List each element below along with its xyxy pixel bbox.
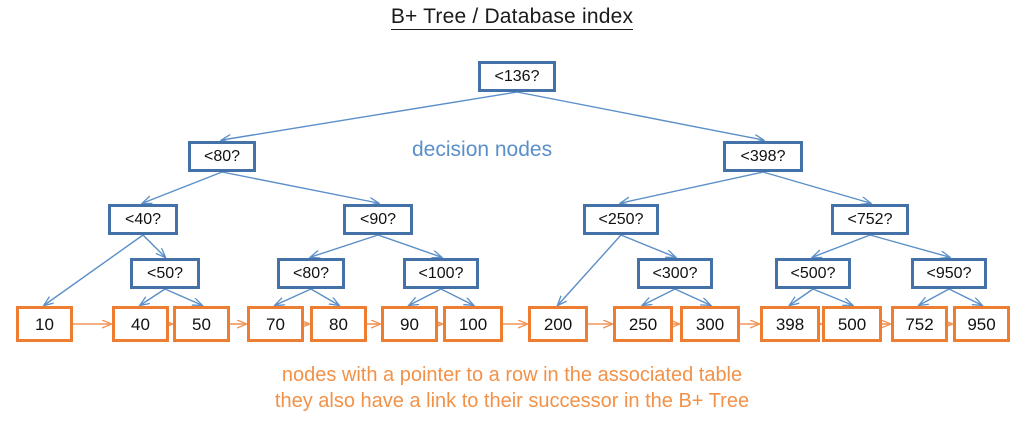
decision-nodes-annotation: decision nodes	[412, 138, 553, 161]
node-label: 250	[628, 314, 658, 334]
tree-edge	[620, 234, 675, 257]
tree-edge	[621, 171, 764, 203]
leaf-node-l500[interactable]: 500	[822, 306, 882, 342]
tree-edge	[221, 171, 378, 203]
node-label: <300?	[652, 264, 698, 282]
leaf-node-l90[interactable]: 90	[381, 306, 438, 342]
decision-node-n398[interactable]: <398?	[723, 141, 803, 172]
decision-node-n300[interactable]: <300?	[637, 258, 713, 289]
node-label: 10	[35, 314, 54, 334]
node-label: 40	[131, 314, 150, 334]
tree-edge	[377, 234, 441, 257]
node-label: <50?	[146, 264, 184, 282]
leaf-node-l752[interactable]: 752	[891, 306, 948, 342]
tree-edge	[142, 234, 165, 257]
node-label: <500?	[790, 264, 836, 282]
decision-node-n40[interactable]: <40?	[108, 204, 178, 235]
node-label: <100?	[418, 264, 464, 282]
page-title-text: B+ Tree / Database index	[390, 5, 634, 30]
tree-edge	[643, 288, 676, 305]
node-label: 500	[837, 314, 867, 334]
tree-edge	[143, 171, 223, 203]
decision-node-n80b[interactable]: <80?	[277, 258, 345, 289]
leaf-nodes-caption: nodes with a pointer to a row in the ass…	[0, 362, 1024, 414]
leaf-node-l50[interactable]: 50	[173, 306, 230, 342]
leaf-node-l40[interactable]: 40	[112, 306, 169, 342]
tree-edge	[674, 288, 710, 305]
node-label: <40?	[124, 210, 162, 228]
tree-edge	[762, 171, 870, 203]
decision-node-n136[interactable]: <136?	[478, 61, 556, 92]
node-label: <80?	[203, 147, 241, 165]
tree-edge	[869, 234, 949, 257]
page-title: B+ Tree / Database index	[0, 5, 1024, 30]
tree-edge	[440, 288, 473, 305]
node-label: <136?	[494, 67, 540, 85]
tree-edge	[813, 234, 871, 257]
tree-edge	[311, 234, 379, 257]
node-label: 50	[192, 314, 211, 334]
node-label: <250?	[598, 210, 644, 228]
decision-node-n752[interactable]: <752?	[831, 204, 909, 235]
node-label: <752?	[847, 210, 893, 228]
leaf-node-l10[interactable]: 10	[16, 306, 73, 342]
leaf-node-l80[interactable]: 80	[310, 306, 367, 342]
node-label: <950?	[926, 264, 972, 282]
node-label: <398?	[740, 147, 786, 165]
decision-node-n80a[interactable]: <80?	[188, 141, 256, 172]
tree-edge	[222, 91, 518, 140]
node-label: 752	[905, 314, 934, 334]
leaf-node-l200[interactable]: 200	[528, 306, 588, 342]
decision-node-n50[interactable]: <50?	[130, 258, 200, 289]
tree-edge	[948, 288, 982, 305]
leaf-node-l70[interactable]: 70	[247, 306, 304, 342]
node-label: 70	[266, 314, 285, 334]
decision-node-n100[interactable]: <100?	[403, 258, 479, 289]
node-label: 398	[775, 314, 805, 334]
tree-edge	[164, 288, 202, 305]
tree-edge	[45, 234, 144, 305]
leaf-node-l398[interactable]: 398	[760, 306, 820, 342]
tree-edge	[276, 288, 312, 305]
tree-edge	[410, 288, 442, 305]
decision-node-n500[interactable]: <500?	[775, 258, 851, 289]
leaf-node-l950[interactable]: 950	[953, 306, 1010, 342]
node-label: 80	[329, 314, 348, 334]
node-label: 950	[967, 314, 996, 334]
tree-edge	[310, 288, 339, 305]
tree-edge	[558, 234, 622, 305]
node-label: <90?	[359, 210, 397, 228]
tree-edge	[812, 288, 852, 305]
node-label: 100	[458, 314, 488, 334]
leaf-node-l100[interactable]: 100	[443, 306, 503, 342]
leaf-node-l250[interactable]: 250	[613, 306, 673, 342]
node-label: 300	[695, 314, 725, 334]
node-label: 200	[543, 314, 573, 334]
caption-line-2: they also have a link to their successor…	[274, 390, 750, 412]
decision-node-n250[interactable]: <250?	[583, 204, 659, 235]
caption-line-1: nodes with a pointer to a row in the ass…	[281, 364, 743, 386]
node-label: <80?	[292, 264, 330, 282]
tree-edge	[790, 288, 814, 305]
decision-node-n90[interactable]: <90?	[343, 204, 413, 235]
tree-edge	[141, 288, 166, 305]
leaf-node-l300[interactable]: 300	[680, 306, 740, 342]
tree-edge	[920, 288, 950, 305]
tree-edge	[516, 91, 763, 140]
decision-node-n950[interactable]: <950?	[911, 258, 987, 289]
node-label: 90	[400, 314, 419, 334]
